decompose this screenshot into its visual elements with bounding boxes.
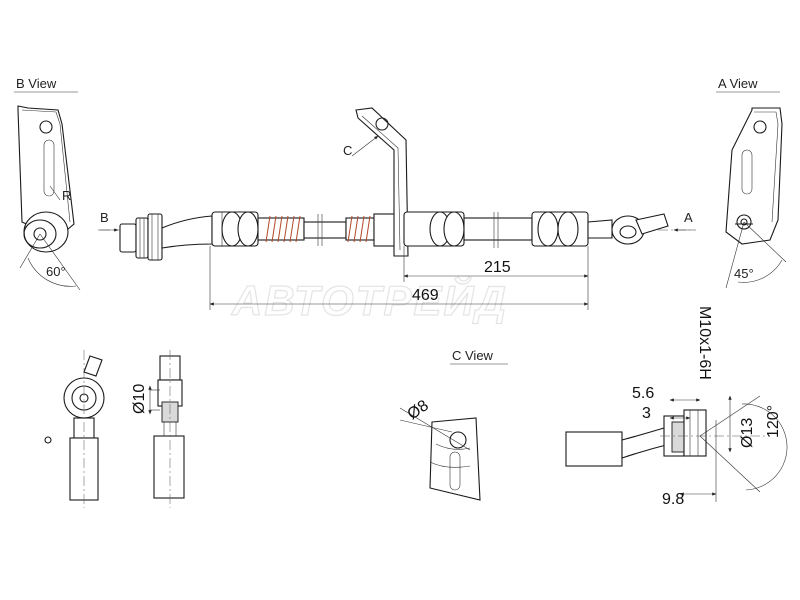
b-marker-label: B [100,210,109,225]
len-3-label: 3 [642,405,651,422]
len-9-8-label: 9.8 [662,491,684,508]
len-5-6-label: 5.6 [632,385,654,402]
watermark: АВТОТРЕЙД [231,275,508,324]
thread-detail: 5.6 3 9.8 M10x1-6H Ø13 120° [565,306,788,508]
dim-469-label: 469 [412,287,439,304]
a-view: A View 45° [716,76,787,289]
end-fitting-detail: Ø10 [44,350,185,508]
b-radius-label: R [62,188,71,203]
c-view: C View Ø8 [399,348,508,501]
a-angle-label: 45° [734,266,754,281]
dim-215-label: 215 [484,259,511,276]
b-angle-label: 60° [46,264,66,279]
main-hose: C B A 215 469 [98,107,696,310]
a-view-title: A View [718,76,758,91]
a-marker-label: A [684,210,693,225]
b-view: B View R 60° [14,76,81,291]
c-view-title: C View [452,348,494,363]
c-marker-label: C [343,143,352,158]
angle-120-label: 120° [765,405,782,438]
dia-13-label: Ø13 [739,418,756,448]
b-view-title: B View [16,76,57,91]
thread-label: M10x1-6H [696,306,713,380]
dia-10-label: Ø10 [131,384,148,414]
dia-8-label: Ø8 [405,397,432,423]
